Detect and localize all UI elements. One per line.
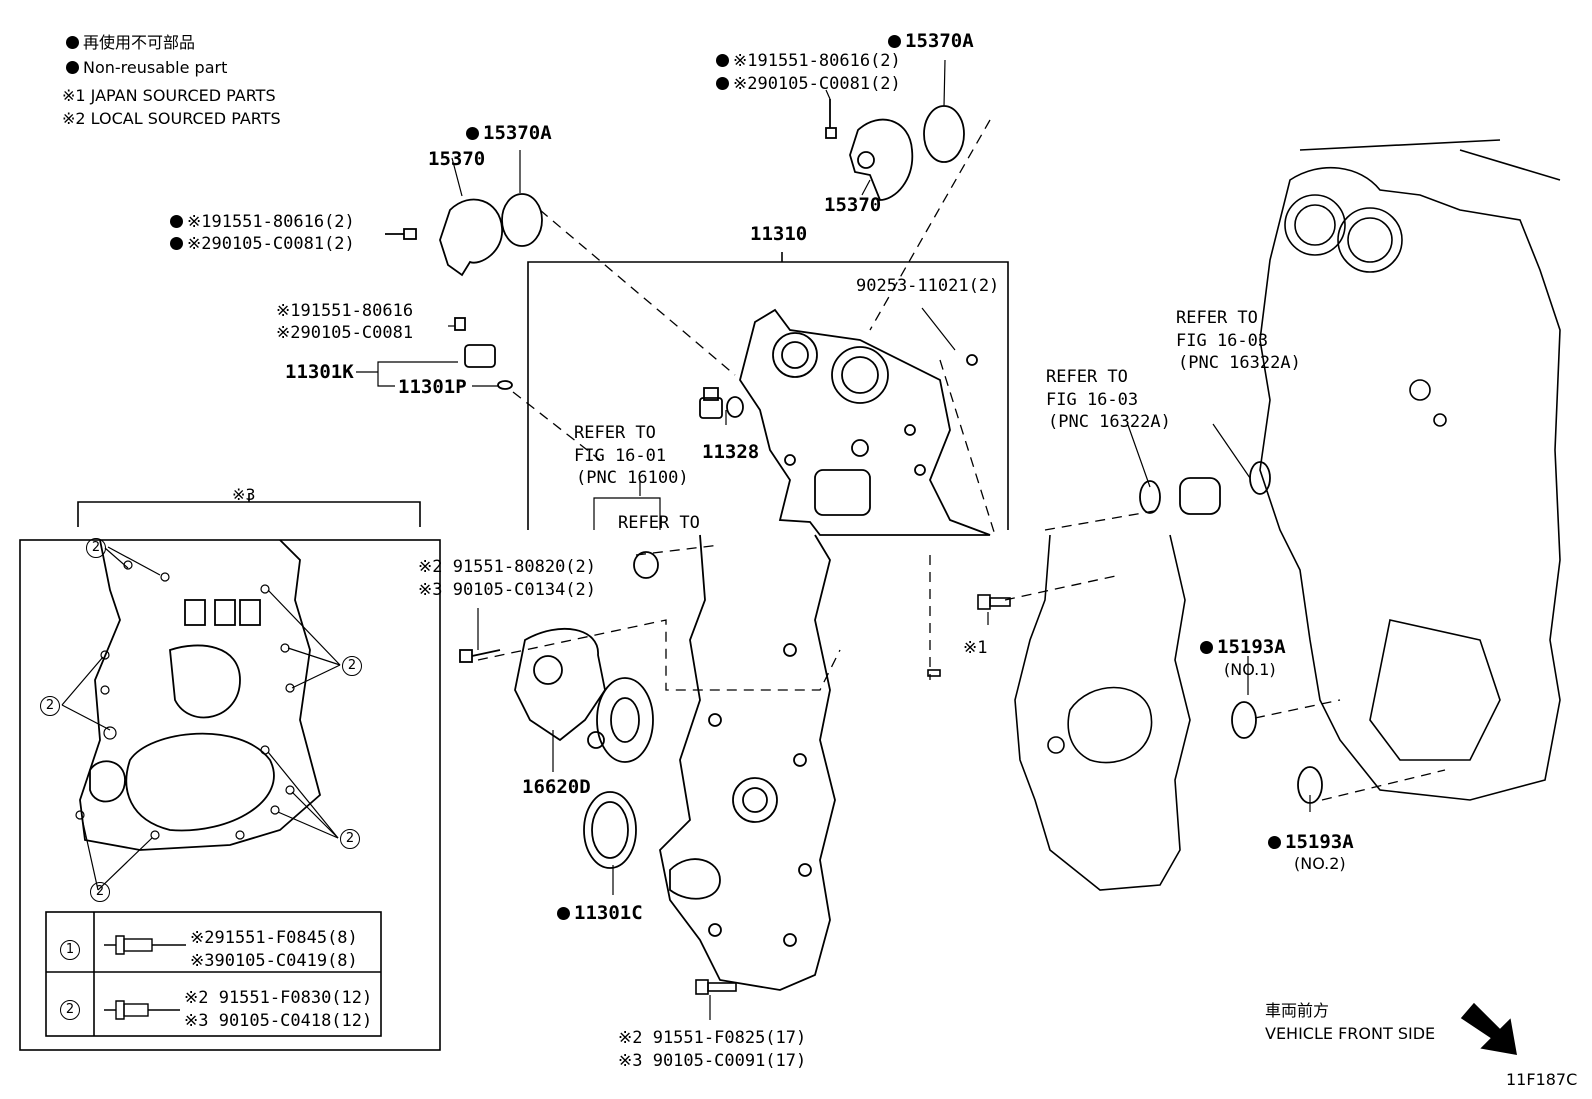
inset-marker-2-bottom: 2 xyxy=(90,882,110,902)
crank-sensor xyxy=(454,317,513,390)
label-sensor-bolt-2: ※290105-C0081 xyxy=(276,323,414,343)
label-tensioner-bolt-2: ※3 90105-C0134(2) xyxy=(418,580,597,600)
inset-row1-line2: ※390105-C0419(8) xyxy=(190,951,358,971)
label-16620D: 16620D xyxy=(522,776,591,798)
label-11310: 11310 xyxy=(750,223,808,245)
legend-nonreusable-jp: 再使用不可部品 xyxy=(66,35,195,51)
legend-nonreusable-en: Non-reusable part xyxy=(66,60,227,76)
figure-code: 11F187C xyxy=(1506,1070,1578,1089)
label-sensor-bolt-1: ※191551-80616 xyxy=(276,301,414,321)
inset-frame xyxy=(19,539,441,1051)
inset-marker-2-lower-right: 2 xyxy=(340,829,360,849)
label-no2: (NO.2) xyxy=(1294,854,1346,873)
bracket-11310 xyxy=(527,261,1009,530)
label-bottom-bolt-1: ※2 91551-F0825(17) xyxy=(618,1028,807,1048)
refer-1603a-line2: FIG 16-03 xyxy=(1046,390,1139,410)
refer-1603b-line3: (PNC 16322A) xyxy=(1178,353,1301,373)
label-11301P: 11301P xyxy=(398,376,467,398)
refer-1603b-line1: REFER TO xyxy=(1176,308,1258,328)
refer-1603b-line2: FIG 16-03 xyxy=(1176,331,1269,351)
vehicle-front-en: VEHICLE FRONT SIDE xyxy=(1265,1024,1436,1043)
label-11301K: 11301K xyxy=(285,361,354,383)
inset-marker-2-left: 2 xyxy=(40,696,60,716)
label-15193A-2: 15193A xyxy=(1268,833,1354,852)
label-15370-left: 15370 xyxy=(428,148,486,170)
inset-row2-marker: 2 xyxy=(60,1000,80,1020)
vehicle-front-arrow xyxy=(1460,1002,1517,1055)
label-note-x1: ※1 xyxy=(963,638,988,658)
label-top-bolt-1: ※191551-80616(2) xyxy=(716,53,901,70)
cam-sensor-top xyxy=(825,99,965,201)
inset-row2-line1: ※2 91551-F0830(12) xyxy=(184,988,373,1008)
inset-bolt-holes xyxy=(75,560,295,840)
timing-cover xyxy=(739,308,991,536)
tensioner-16620D xyxy=(459,627,654,763)
inset-table-bolts xyxy=(104,935,186,1020)
label-tensioner-bolt-1: ※2 91551-80820(2) xyxy=(418,557,597,577)
refer-1603a-line1: REFER TO xyxy=(1046,367,1128,387)
inset-marker-2-right: 2 xyxy=(342,656,362,676)
inset-row2-line2: ※3 90105-C0418(12) xyxy=(184,1011,373,1031)
refer-1603a-line3: (PNC 16322A) xyxy=(1048,412,1171,432)
inset-row1-line1: ※291551-F0845(8) xyxy=(190,928,358,948)
refer-1601-line3: (PNC 16100) xyxy=(576,468,689,488)
label-11328: 11328 xyxy=(702,441,760,463)
label-15370-top: 15370 xyxy=(824,194,882,216)
legend-note2: ※2 LOCAL SOURCED PARTS xyxy=(62,109,281,128)
refer-1601-line2: FIG 16-01 xyxy=(574,446,667,466)
label-11301C: 11301C xyxy=(557,904,643,923)
vehicle-front-jp: 車両前方 xyxy=(1265,1001,1330,1020)
cam-sensor-left xyxy=(385,193,543,277)
water-inlet xyxy=(1139,461,1271,515)
label-15193A-1: 15193A xyxy=(1200,638,1286,657)
legend-note1: ※1 JAPAN SOURCED PARTS xyxy=(62,86,276,105)
lower-timing-cover xyxy=(659,534,836,991)
label-no1: (NO.1) xyxy=(1224,660,1276,679)
label-left-bolt-2: ※290105-C0081(2) xyxy=(170,236,355,253)
label-15370A-left: 15370A xyxy=(466,124,552,143)
engine-block xyxy=(1014,139,1561,891)
refer-1601-line1: REFER TO xyxy=(574,423,656,443)
label-90253: 90253-11021(2) xyxy=(856,276,1000,296)
label-bottom-bolt-2: ※3 90105-C0091(17) xyxy=(618,1051,807,1071)
refer-to-small: REFER TO xyxy=(618,513,700,533)
plug-11328 xyxy=(699,354,978,419)
label-left-bolt-1: ※191551-80616(2) xyxy=(170,214,355,231)
bottom-bolt xyxy=(695,979,737,995)
label-top-bolt-2: ※290105-C0081(2) xyxy=(716,76,901,93)
misc-bolts xyxy=(927,594,1011,677)
inset-gasket xyxy=(79,539,322,851)
oil-seal-11301C xyxy=(583,791,637,869)
inset-row1-marker: 1 xyxy=(60,940,80,960)
label-15370A-top: 15370A xyxy=(888,32,974,51)
inset-leaders xyxy=(61,546,341,891)
seal-small xyxy=(633,551,659,579)
inset-marker-2-top: 2 xyxy=(86,538,106,558)
seal-15193A xyxy=(1231,701,1323,804)
inset-title: ※3 xyxy=(232,485,256,504)
bracket-inset xyxy=(77,501,421,527)
